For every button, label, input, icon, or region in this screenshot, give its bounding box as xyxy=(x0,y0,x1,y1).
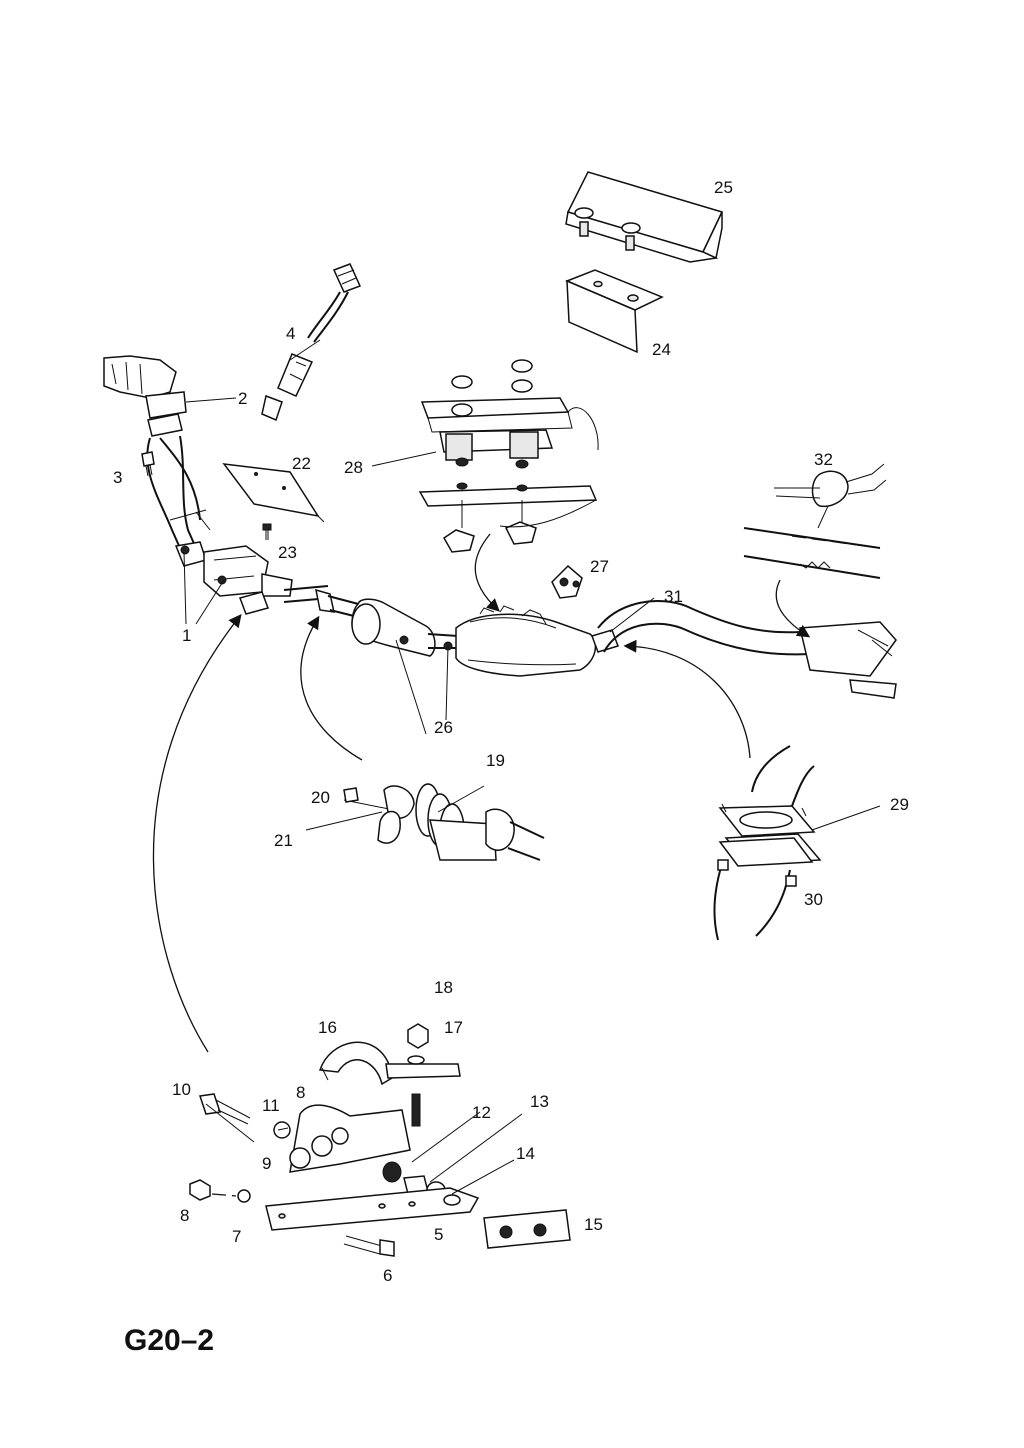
screw-23 xyxy=(262,523,272,540)
bracket-25 xyxy=(565,171,724,263)
rear-flange-detail xyxy=(713,745,822,941)
flange-joint-detail xyxy=(343,783,545,861)
callout-18: 18 xyxy=(434,978,453,997)
callout-1: 1 xyxy=(182,626,191,645)
callout-23: 23 xyxy=(278,543,297,562)
connector-arrows xyxy=(152,533,811,1053)
callout-12: 12 xyxy=(472,1103,491,1122)
callout-7: 7 xyxy=(232,1227,241,1246)
oxygen-sensor-4 xyxy=(261,263,362,422)
callout-5: 5 xyxy=(434,1225,443,1244)
callout-27: 27 xyxy=(590,557,609,576)
hanger-bracket-28 xyxy=(418,359,599,553)
bracket-24 xyxy=(565,269,664,354)
callout-8-bracket: 8 xyxy=(296,1083,305,1102)
heat-shield-22 xyxy=(222,463,325,523)
callout-4: 4 xyxy=(286,324,295,343)
callout-26: 26 xyxy=(434,718,453,737)
callout-9: 9 xyxy=(262,1154,271,1173)
page-code: G20–2 xyxy=(124,1324,214,1357)
callout-25: 25 xyxy=(714,178,733,197)
callout-14: 14 xyxy=(516,1144,535,1163)
callout-19: 19 xyxy=(486,751,505,770)
callout-15: 15 xyxy=(584,1215,603,1234)
callout-20: 20 xyxy=(311,788,330,807)
centre-silencer-pipe-26 xyxy=(315,588,597,677)
exhaust-manifold-downpipe xyxy=(103,355,331,615)
rubber-mount-32 xyxy=(743,463,887,579)
callout-3: 3 xyxy=(113,468,122,487)
callout-16: 16 xyxy=(318,1018,337,1037)
callout-32: 32 xyxy=(814,450,833,469)
callout-30: 30 xyxy=(804,890,823,909)
callout-21: 21 xyxy=(274,831,293,850)
callout-28: 28 xyxy=(344,458,363,477)
callout-10: 10 xyxy=(172,1080,191,1099)
leader-lines xyxy=(183,339,881,1195)
callout-13: 13 xyxy=(530,1092,549,1111)
callout-29: 29 xyxy=(890,795,909,814)
callout-2: 2 xyxy=(238,389,247,408)
tail-pipe-31 xyxy=(591,600,897,699)
callout-24: 24 xyxy=(652,340,671,359)
callout-8-nut: 8 xyxy=(180,1206,189,1225)
screw-3 xyxy=(141,451,155,477)
callout-6: 6 xyxy=(383,1266,392,1285)
callout-11: 11 xyxy=(262,1096,280,1115)
callout-31: 31 xyxy=(664,587,683,606)
callout-17: 17 xyxy=(444,1018,463,1037)
rubber-mount-27 xyxy=(551,564,583,599)
callout-22: 22 xyxy=(292,454,311,473)
bracket-assembly-detail xyxy=(189,1023,571,1257)
